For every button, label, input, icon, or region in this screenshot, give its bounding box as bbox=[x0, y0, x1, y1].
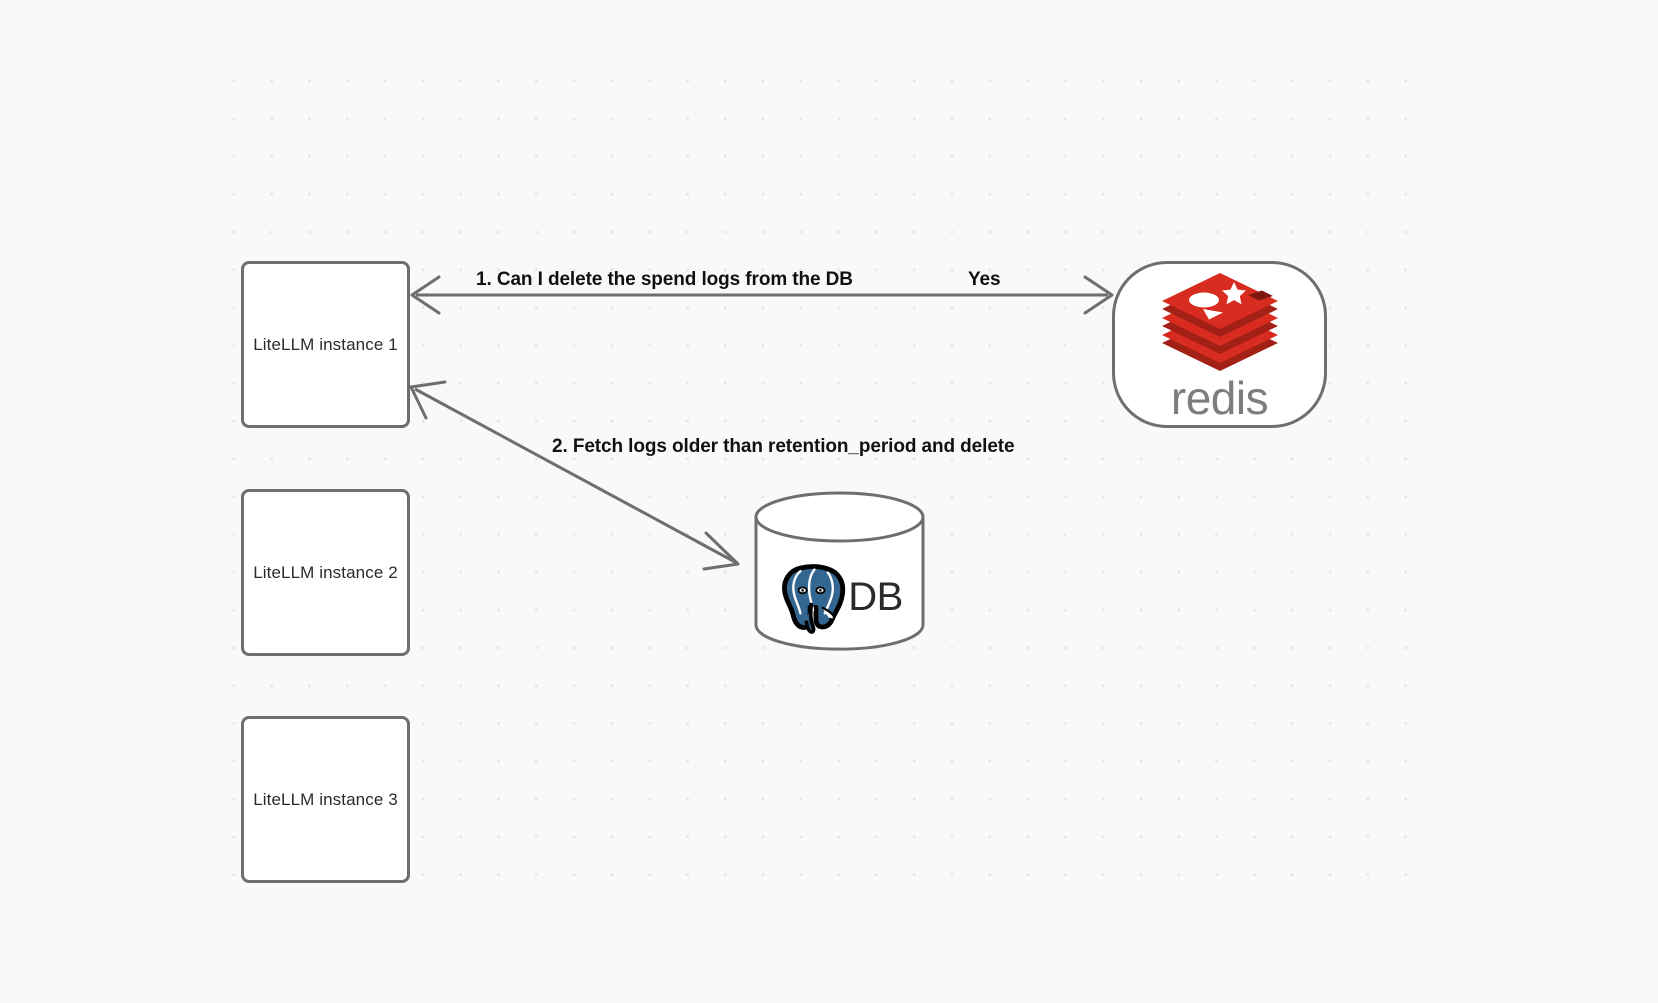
db-label: DB bbox=[848, 574, 903, 619]
edge-label-1-reply: Yes bbox=[968, 269, 1001, 290]
redis-logo-icon bbox=[1161, 272, 1278, 371]
node-redis[interactable]: redis bbox=[1112, 261, 1327, 428]
arrowhead-upleft bbox=[409, 380, 447, 420]
arrowhead-left bbox=[410, 275, 441, 315]
node-postgres-db[interactable]: DB bbox=[753, 491, 926, 651]
arrowhead-right bbox=[1083, 275, 1114, 315]
redis-wordmark: redis bbox=[1170, 371, 1269, 424]
node-litellm-instance-3[interactable]: LiteLLM instance 3 bbox=[241, 716, 410, 883]
arrowhead-downright bbox=[702, 531, 740, 571]
edge-label-1: 1. Can I delete the spend logs from the … bbox=[476, 269, 853, 290]
node-label: LiteLLM instance 1 bbox=[253, 334, 398, 354]
postgresql-elephant-icon bbox=[782, 564, 846, 634]
node-litellm-instance-1[interactable]: LiteLLM instance 1 bbox=[241, 261, 410, 428]
node-label: LiteLLM instance 2 bbox=[253, 562, 398, 582]
node-label: LiteLLM instance 3 bbox=[253, 789, 398, 809]
node-litellm-instance-2[interactable]: LiteLLM instance 2 bbox=[241, 489, 410, 656]
edge-litellm1-postgres bbox=[409, 380, 740, 571]
edge-label-2: 2. Fetch logs older than retention_perio… bbox=[552, 436, 1015, 457]
